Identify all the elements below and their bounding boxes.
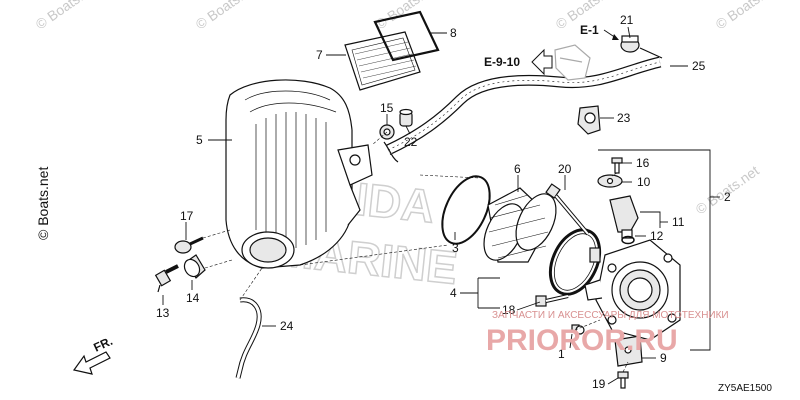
screw-17 — [174, 236, 204, 254]
label-part-11: 11 — [672, 215, 685, 229]
air-box-5 — [225, 79, 373, 269]
label-part-24: 24 — [280, 319, 294, 333]
shop-watermark-tagline: ЗАПЧАСТИ И АКСЕССУАРЫ ДЛЯ МОТОТЕХНИКИ — [492, 310, 729, 321]
label-part-5: 5 — [196, 133, 203, 147]
assembly-lines — [202, 131, 629, 373]
drain-tube-24 — [235, 297, 262, 379]
label-part-7: 7 — [316, 48, 323, 62]
air-filter-7 — [344, 31, 421, 91]
label-part-1: 1 — [558, 347, 565, 361]
label-part-22: 22 — [404, 135, 418, 149]
label-part-23: 23 — [617, 111, 631, 125]
leader-lines — [162, 26, 720, 385]
label-part-3: 3 — [452, 241, 459, 255]
label-part-14: 14 — [186, 291, 200, 305]
cap-22 — [399, 108, 413, 127]
drain-plug-13 — [154, 264, 179, 293]
ref-e-9-10-arrow — [531, 48, 553, 76]
front-label: FR. — [91, 334, 114, 355]
plate-10 — [597, 174, 623, 188]
ref-e-1-arrow — [612, 34, 619, 40]
bolt-20 — [545, 183, 590, 236]
watermark-boats-side: © Boats.net — [35, 167, 51, 240]
label-part-8: 8 — [450, 26, 457, 40]
label-part-20: 20 — [558, 162, 572, 176]
screw-16 — [611, 157, 623, 174]
ref-e-1: E-1 — [580, 23, 599, 37]
screw-1 — [571, 324, 585, 335]
part-labels: 1 2 3 4 5 6 7 8 9 10 11 12 13 14 15 16 1… — [156, 13, 731, 391]
bolt-19 — [617, 371, 629, 389]
label-part-13: 13 — [156, 306, 170, 320]
bracket-9 — [614, 335, 643, 367]
clip-21 — [620, 35, 663, 59]
front-arrow-icon — [72, 351, 111, 375]
gasket-8 — [373, 10, 440, 62]
label-part-6: 6 — [514, 162, 521, 176]
label-part-16: 16 — [636, 156, 650, 170]
label-part-21: 21 — [620, 13, 634, 27]
clamp-band-4 — [548, 228, 602, 296]
o-ring-3 — [441, 175, 491, 245]
watermark-boats-1: © Boats.net — [33, 0, 102, 32]
label-part-4: 4 — [450, 286, 457, 300]
watermark-boats-5: © Boats.net — [713, 0, 782, 32]
front-direction-indicator: FR. — [72, 334, 115, 375]
intake-tube-6 — [483, 187, 557, 263]
ref-e-9-10: E-9-10 — [484, 55, 520, 69]
sensor-11 — [609, 195, 639, 239]
label-part-19: 19 — [592, 377, 606, 391]
label-part-10: 10 — [637, 175, 651, 189]
clamp-23 — [577, 105, 601, 135]
reference-labels: E-1 E-9-10 — [484, 23, 619, 76]
throttle-body-2 — [584, 239, 681, 341]
watermark-boats-3: © Boats.net — [373, 0, 442, 32]
shop-watermark-name: PRIOROR.RU — [486, 324, 678, 357]
plug-14 — [183, 254, 206, 279]
label-part-17: 17 — [180, 209, 194, 223]
shop-watermark: ЗАПЧАСТИ И АКСЕССУАРЫ ДЛЯ МОТОТЕХНИКИ PR… — [486, 310, 729, 357]
label-part-12: 12 — [650, 229, 664, 243]
diagram-code: ZY5AE1500 — [718, 383, 772, 394]
label-part-25: 25 — [692, 59, 706, 73]
watermark-boats-2: © Boats.net — [193, 0, 262, 32]
label-part-2: 2 — [724, 190, 731, 204]
o-ring-12 — [621, 235, 635, 245]
label-part-15: 15 — [380, 101, 394, 115]
hose-25 — [383, 56, 662, 163]
hose-bracket — [554, 44, 591, 81]
bolt-18 — [535, 294, 569, 307]
label-part-18: 18 — [502, 303, 516, 317]
label-part-9: 9 — [660, 351, 667, 365]
